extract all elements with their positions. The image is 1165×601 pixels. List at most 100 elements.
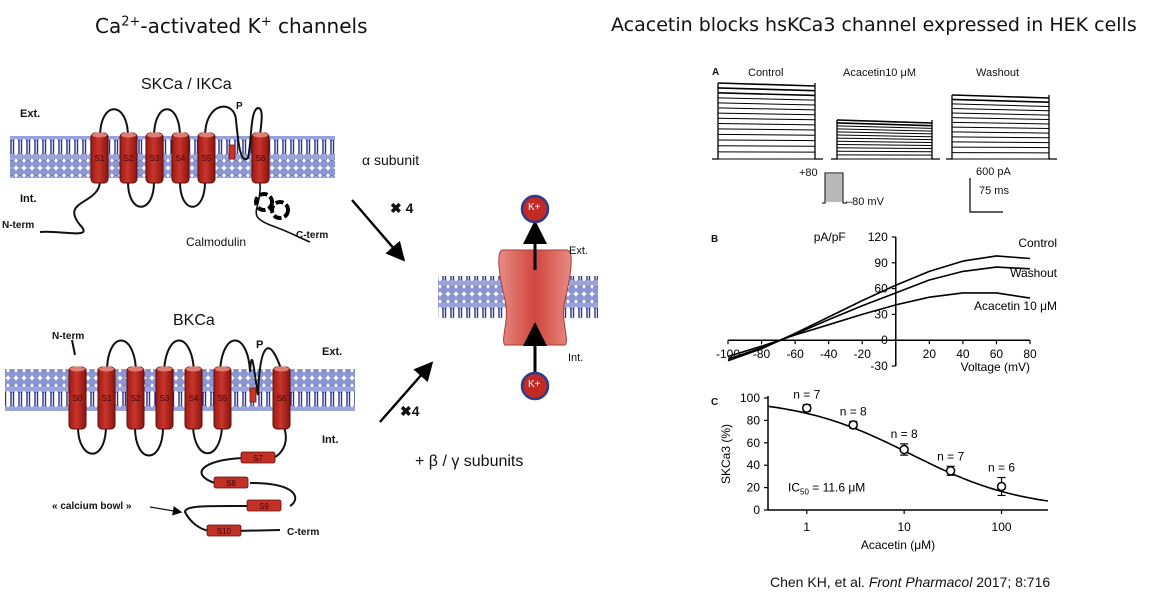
x-tick-label: 40 [956,347,970,361]
x-axis-label: Voltage (mV) [961,360,1030,374]
x-tick-label: -60 [786,347,804,361]
helix-segment-s3: S3 [145,132,164,184]
current-trace [717,92,816,97]
helix-segment-s0: S0 [68,366,87,430]
current-trace [836,128,933,132]
traces-washout [946,94,1057,160]
y-tick-label: 60 [874,282,888,296]
current-trace [836,143,933,146]
y-tick-label: 80 [747,413,761,427]
helix-segment-s3: S3 [155,366,174,430]
bkca-ext-label: Ext. [322,346,343,358]
y-tick-label: 100 [740,391,760,405]
x-tick-label: -40 [820,347,838,361]
n-label: n = 7 [937,449,964,463]
segment-label: S1 [95,154,105,163]
n-label: n = 7 [793,388,820,402]
scale-bar [969,178,1003,213]
x-tick-label: -20 [854,347,872,361]
segment-label: S4 [176,154,186,163]
y-axis-label: pA/pF [814,230,846,244]
current-traces [712,82,1057,213]
lipid-bilayer [5,369,355,411]
data-point [899,444,909,455]
y-tick-label: 90 [874,256,888,270]
segment-label: S10 [217,527,232,536]
helix-segment-s7: S7 [240,451,276,464]
beta-gamma-label: + β / γ subunits [415,453,524,470]
current-trace [951,121,1050,125]
current-trace [717,133,816,136]
ic50-annotation: IC50 = 11.6 μM [788,481,865,497]
current-trace [717,102,816,106]
segment-label: S5 [218,394,228,403]
channel-pore-icon [498,249,572,346]
bkca-pore-label: P [256,339,264,351]
skca-c-term: C-term [296,230,329,241]
current-trace [717,117,816,121]
data-point [848,420,858,430]
calcium-bowl-label: « calcium bowl » [52,501,132,512]
n-label: n = 6 [988,461,1015,475]
current-trace [836,122,933,127]
segment-label: S4 [189,394,199,403]
x-tick-label: 80 [1023,347,1037,361]
citation-journal: Front Pharmacol [868,574,973,590]
skca-n-term: N-term [2,220,35,231]
current-trace [836,131,933,135]
y-axis-label: SKCa3 (%) [719,424,733,484]
tetramer-channel [438,194,598,401]
panel-c-letter: C [711,397,719,408]
times-four-top: ✖ 4 [390,200,414,216]
right-title: Acacetin blocks hsKCa3 channel expressed… [611,14,1137,36]
segment-label: S1 [102,394,112,403]
alpha-subunit-label: α subunit [362,152,420,168]
skca-pore-label: P [236,101,243,112]
current-trace [717,87,816,92]
current-trace [717,139,816,142]
panel-a-letter: A [712,67,720,78]
current-trace [836,125,933,129]
segment-label: S6 [277,394,287,403]
protocol-top-label: +80 [799,167,818,179]
y-tick-label: 20 [747,481,761,495]
x-axis-label: Acacetin (μM) [861,538,935,552]
y-tick-label: -30 [870,359,888,373]
segment-label: S3 [150,154,160,163]
current-trace [836,134,933,138]
condition-washout: Washout [976,67,1020,79]
y-tick-label: 60 [747,436,761,450]
intracellular-loops [39,181,206,235]
helix-segment-s5: S5 [213,366,232,430]
data-point [945,466,956,476]
bkca-diagram [5,339,355,532]
current-trace [717,112,816,116]
helix-segment-s9: S9 [246,499,282,512]
current-trace [717,97,816,101]
current-trace [836,147,933,150]
current-trace [951,126,1050,129]
condition-acacetin: Acacetin10 μM [843,67,916,79]
intracellular-loops [77,426,297,532]
panel-b-letter: B [711,234,719,245]
helix-segment-s2: S2 [126,366,145,430]
skca-int-label: Int. [20,193,37,205]
title-text: Ca [95,14,122,38]
current-trace [717,82,816,87]
skca-title: SKCa / IKCa [141,76,232,93]
current-trace [717,107,816,111]
segment-label: S8 [226,479,236,488]
helix-segment-s5: S5 [197,132,216,184]
series-label: Acacetin 10 μM [974,299,1057,313]
bkca-c-term: C-term [287,527,320,538]
potassium-ion-icon [520,194,550,224]
arrow-down-right [351,199,406,262]
segment-label: S6 [256,154,266,163]
y-tick-label: 0 [753,503,760,517]
calmodulin-label: Calmodulin [186,235,247,249]
bkca-n-term: N-term [52,331,85,342]
